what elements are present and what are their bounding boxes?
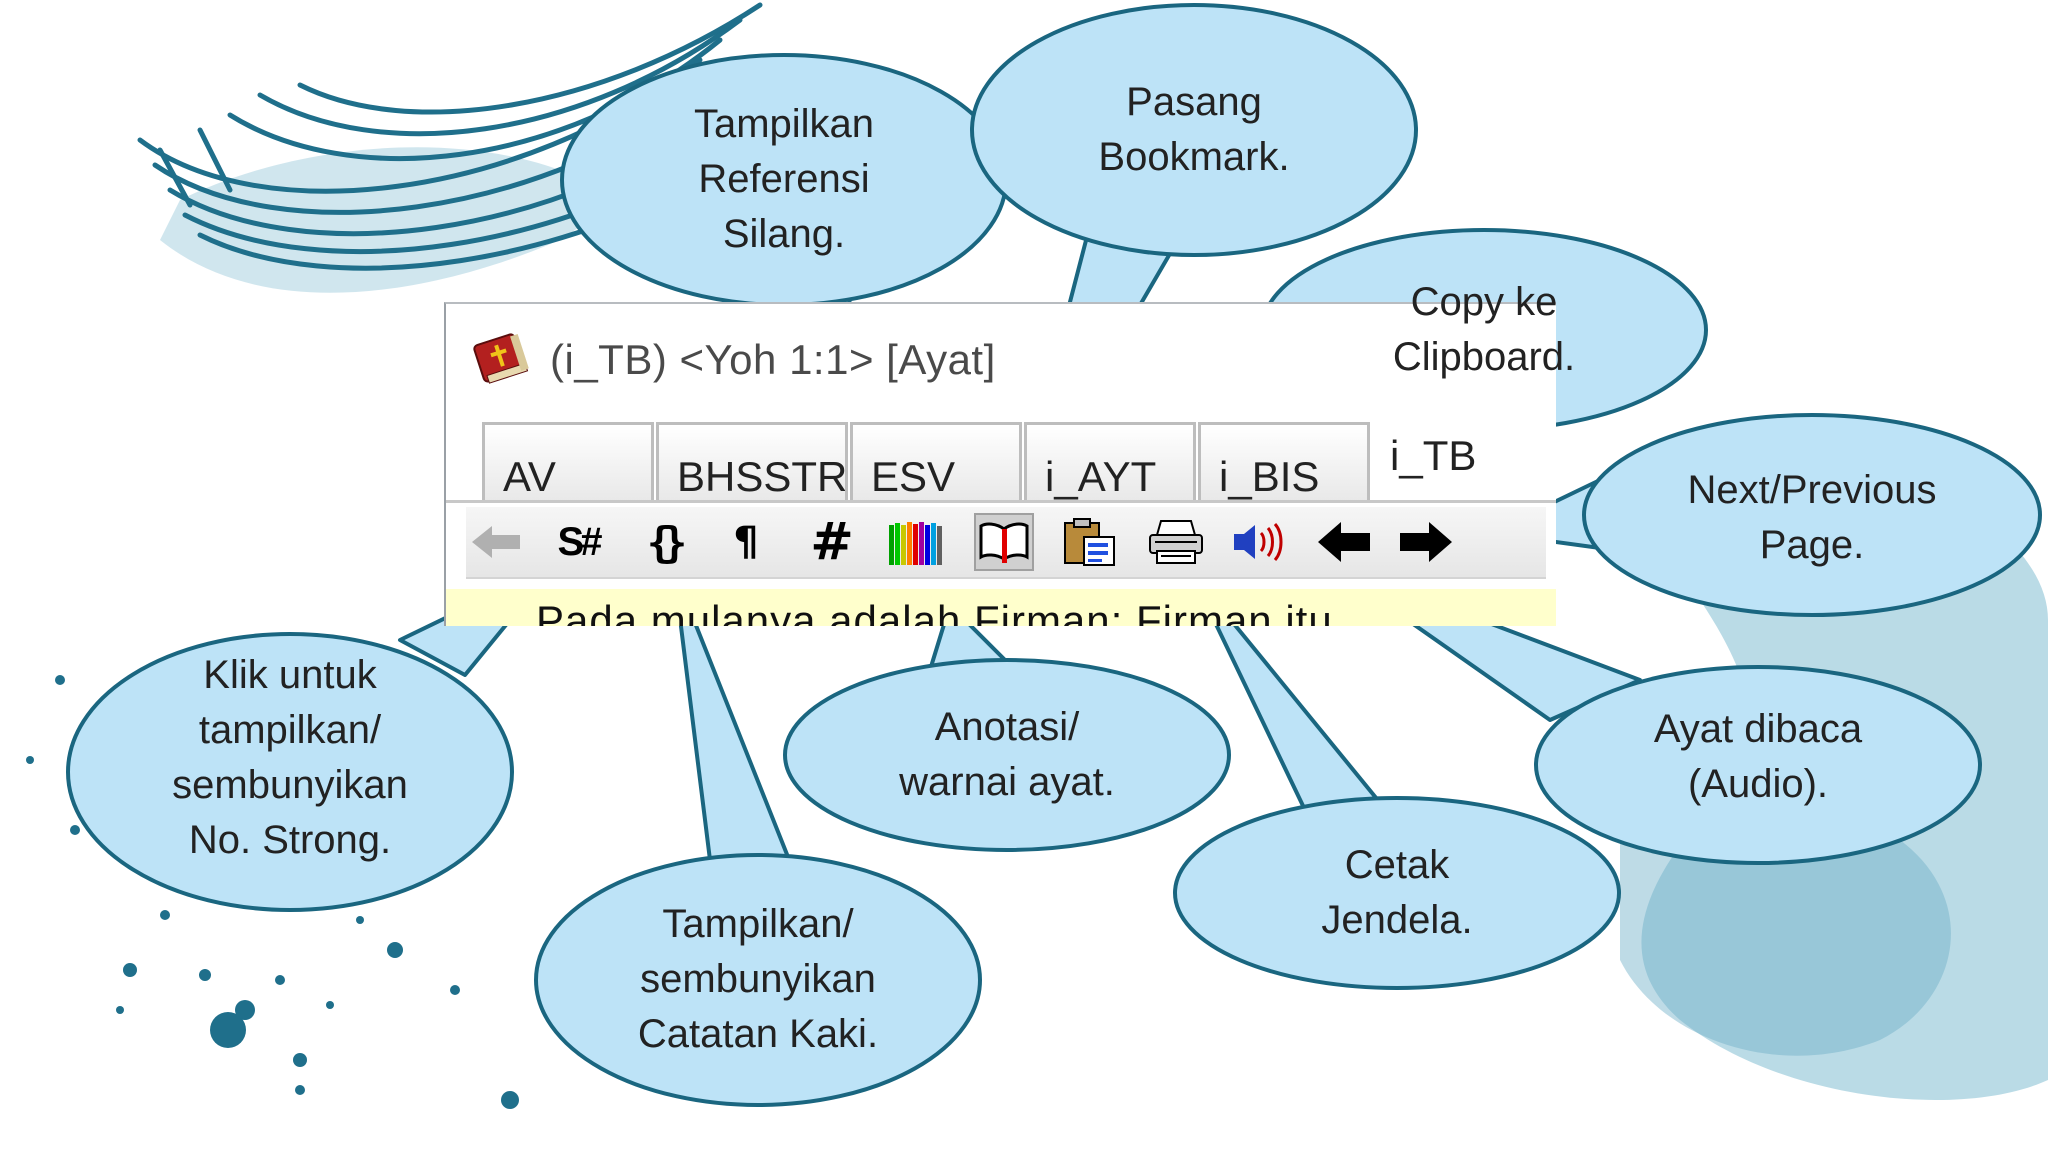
open-book-icon [979,522,1029,563]
printer-icon [1149,520,1203,564]
callout-crossref-text: Tampilkan Referensi Silang. [693,102,875,256]
previous-page-button[interactable] [1314,513,1374,571]
back-arrow-icon [472,526,520,558]
back-button[interactable] [466,513,526,571]
strong-numbers-icon: S# [557,519,603,564]
callout-strong-text: Klik untuk tampilkan/ sembunyikan No. St… [172,653,408,862]
callout-print [1173,568,1621,990]
callout-footnote [534,568,982,1107]
colored-pencils-icon [889,522,942,565]
translation-tabs: AV BHSSTR ESV i_AYT i_BIS i_TB [446,414,1556,504]
callout-copy-text: Copy ke Clipboard. [1392,280,1576,379]
bible-book-icon [473,333,529,384]
callout-print-text: Cetak Jendela. [1321,843,1473,942]
clipboard-icon [1064,518,1115,566]
cross-reference-button[interactable]: # [802,512,862,572]
callout-annotate-text: Anotasi/ warnai ayat. [899,705,1115,804]
pilcrow-icon: ¶ [733,519,759,565]
braces-icon: {} [646,517,687,567]
app-window: (i_TB) <Yoh 1:1> [Ayat] AV BHSSTR ESV i_… [444,302,1556,626]
speaker-icon [1234,523,1283,561]
next-page-button[interactable] [1396,513,1456,571]
callout-audio-text: Ayat dibaca (Audio). [1653,707,1863,806]
callout-nextprev-text: Next/Previous Page. [1687,468,1937,567]
callout-bookmark-text: Pasang Bookmark. [1098,80,1290,179]
tab-av[interactable]: AV [482,422,654,502]
bookmark-button[interactable] [974,513,1034,571]
tab-divider [446,500,1556,503]
tab-i-tb[interactable]: i_TB [1372,414,1544,504]
callout-footnote-text: Tampilkan/ sembunyikan Catatan Kaki. [637,902,879,1056]
toolbar: S# {} ¶ # [466,507,1546,579]
hash-icon: # [810,512,854,572]
copy-button[interactable] [1060,513,1120,571]
tab-bhsstr[interactable]: BHSSTR [656,422,848,502]
audio-button[interactable] [1230,513,1290,571]
tab-i-bis[interactable]: i_BIS [1198,422,1370,502]
strong-numbers-button[interactable]: S# [548,513,608,571]
left-arrow-icon [1318,522,1370,562]
footnotes-button[interactable]: {} [632,513,692,571]
paragraph-button[interactable]: ¶ [716,513,776,571]
annotate-button[interactable] [886,513,946,571]
right-arrow-icon [1400,522,1452,562]
tab-i-ayt[interactable]: i_AYT [1024,422,1196,502]
print-button[interactable] [1146,513,1206,571]
window-title: (i_TB) <Yoh 1:1> [Ayat] [550,336,996,383]
verse-preview: Pada mulanya adalah Firman; Firman itu [446,589,1556,626]
title-bar: (i_TB) <Yoh 1:1> [Ayat] [446,304,1556,404]
tab-esv[interactable]: ESV [850,422,1022,502]
ink-splatter-decoration [26,675,519,1109]
verse-text: Pada mulanya adalah Firman; Firman itu [536,597,1333,626]
